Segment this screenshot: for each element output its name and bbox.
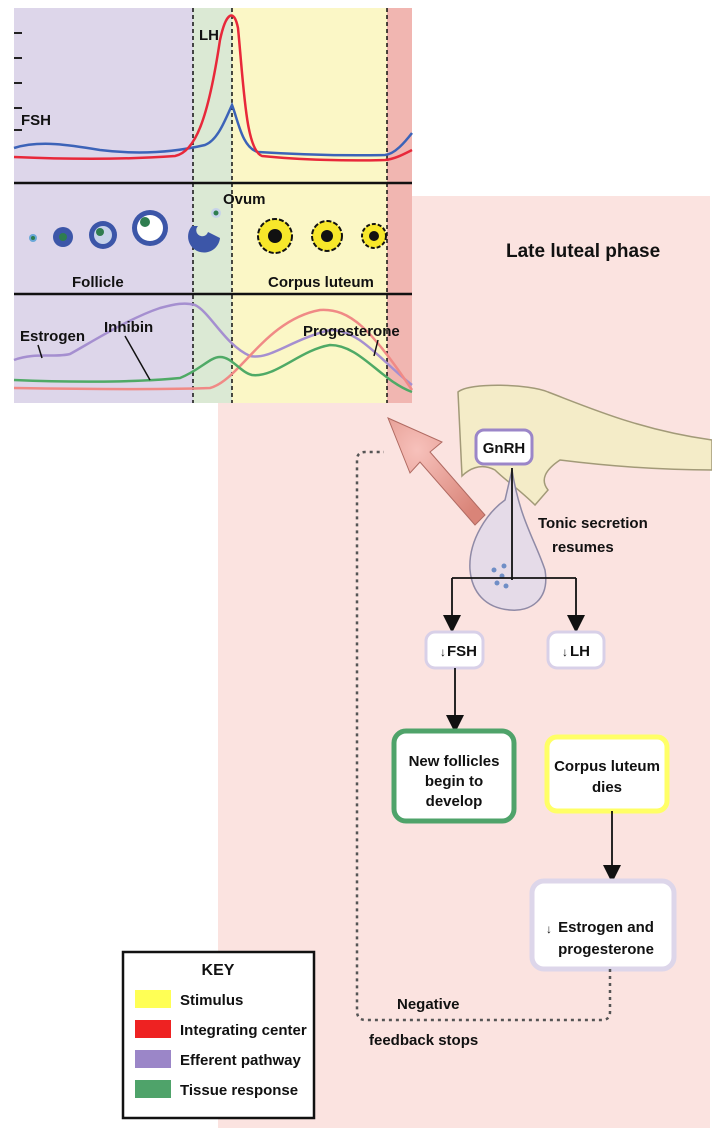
negative-feedback-label-line1: Negative — [397, 996, 460, 1013]
estrogen-label: Estrogen — [20, 328, 85, 345]
tonic-secretion-label-line2: resumes — [552, 539, 614, 556]
tonic-secretion-label-line1: Tonic secretion — [538, 515, 648, 532]
menses-band — [387, 8, 412, 403]
key-swatch-efferent-pathway — [135, 1050, 171, 1068]
corpus-luteum-1 — [258, 219, 292, 253]
progesterone-label: Progesterone — [303, 323, 400, 340]
lh-down-arrow-icon: ↓ — [562, 645, 568, 659]
lh-box-label: LH — [570, 643, 590, 660]
gnrh-label: GnRH — [483, 440, 526, 457]
estrogen-progesterone-line2: progesterone — [558, 941, 654, 958]
corpus-luteum-label: Corpus luteum — [268, 274, 374, 291]
estrogen-progesterone-line1: Estrogen and — [558, 919, 654, 936]
key-label-integrating-center: Integrating center — [180, 1022, 307, 1039]
key-label-efferent-pathway: Efferent pathway — [180, 1052, 302, 1069]
follicle-label: Follicle — [72, 274, 124, 291]
key-swatch-tissue-response — [135, 1080, 171, 1098]
negative-feedback-label-line2: feedback stops — [369, 1032, 478, 1049]
key-label-tissue-response: Tissue response — [180, 1082, 298, 1099]
follicle-stage-3 — [89, 221, 117, 249]
phase-title: Late luteal phase — [506, 241, 660, 262]
follicle-stage-4 — [132, 210, 168, 246]
corpus-luteum-dies-line1: Corpus luteum — [554, 758, 660, 775]
lh-label: LH — [199, 27, 219, 44]
ovum-label: Ovum — [223, 191, 266, 208]
inhibin-label: Inhibin — [104, 319, 153, 336]
steroids-down-arrow-icon: ↓ — [546, 922, 552, 936]
follicle-stage-1 — [29, 234, 37, 242]
key-swatch-stimulus — [135, 990, 171, 1008]
corpus-luteum-3 — [362, 224, 386, 248]
color-key: KEY Stimulus Integrating center Efferent… — [123, 952, 314, 1118]
key-label-stimulus: Stimulus — [180, 992, 243, 1009]
fsh-box-label: FSH — [447, 643, 477, 660]
new-follicles-line3: develop — [426, 793, 483, 810]
new-follicles-line1: New follicles — [409, 753, 500, 770]
new-follicles-line2: begin to — [425, 773, 483, 790]
corpus-luteum-2 — [312, 221, 342, 251]
key-title: KEY — [202, 962, 235, 979]
follicle-stage-2 — [53, 227, 73, 247]
fsh-down-arrow-icon: ↓ — [440, 645, 446, 659]
corpus-luteum-dies-line2: dies — [592, 779, 622, 796]
key-swatch-integrating-center — [135, 1020, 171, 1038]
fsh-label: FSH — [21, 112, 51, 129]
